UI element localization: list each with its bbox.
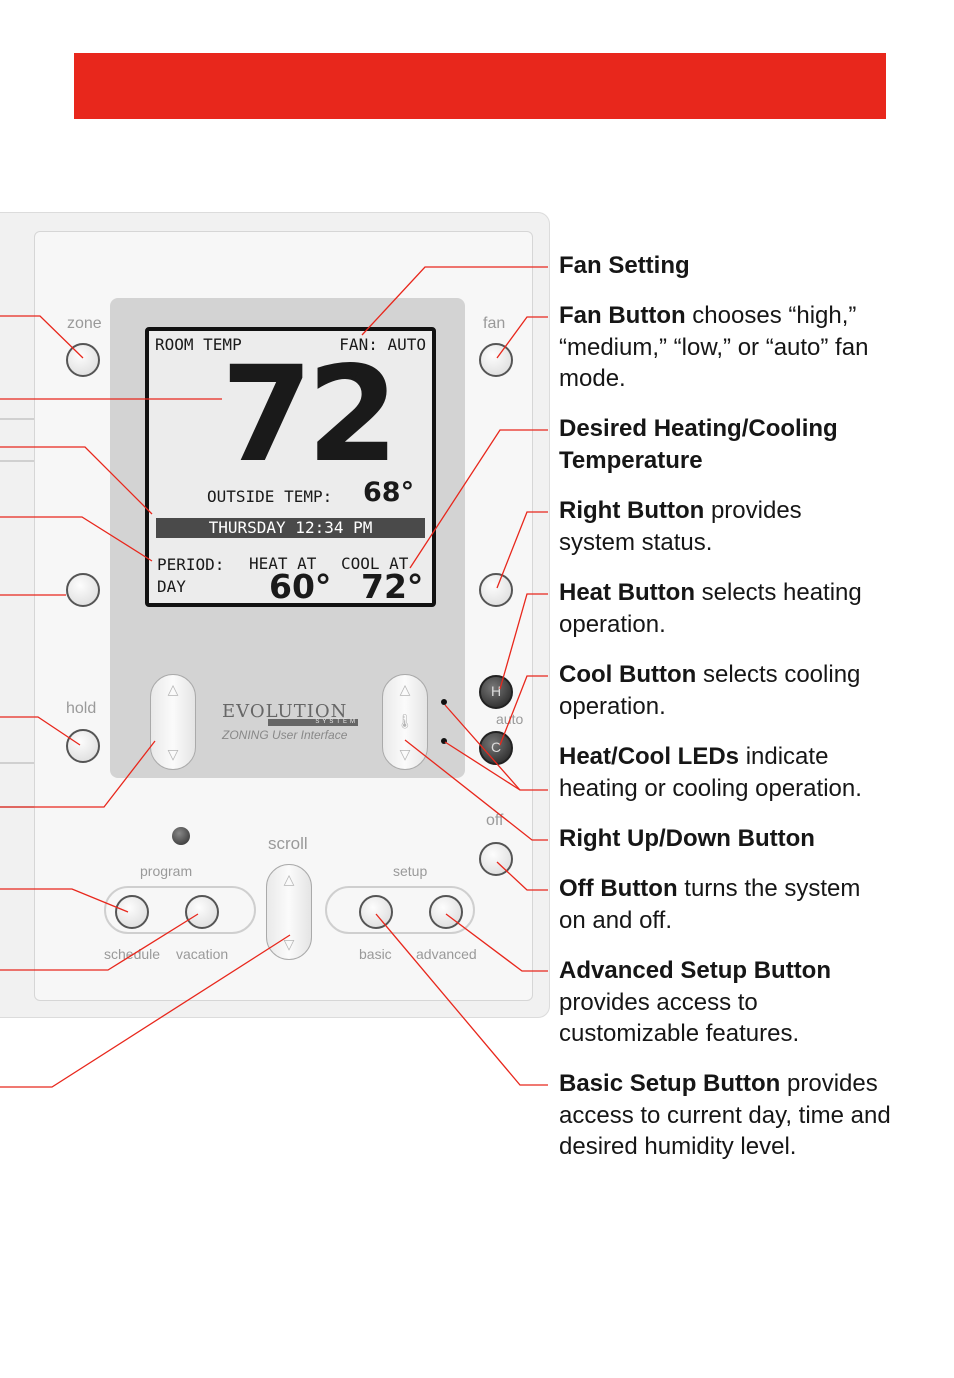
scroll-label: scroll: [268, 834, 308, 853]
callout-title: Desired Heating/Cooling Temperature: [559, 415, 838, 474]
callout-text: indicate heating or cooling operation.: [559, 743, 862, 802]
basic-label: basic: [359, 946, 392, 962]
callout-fan-setting: Fan Setting: [559, 250, 939, 282]
schedule-label: schedule: [104, 946, 161, 962]
schedule-button[interactable]: [115, 895, 149, 929]
hinge-mark: [0, 418, 34, 420]
period-value: DAY: [157, 577, 186, 596]
off-button[interactable]: [479, 842, 513, 876]
callout-title: Fan Setting: [559, 252, 690, 279]
callout-text: provides access to current day, time and…: [559, 1070, 891, 1160]
up-arrow-icon: △: [399, 681, 411, 697]
left-up-down-button[interactable]: △ ▽: [150, 674, 196, 770]
evolution-logo: EVOLUTION: [222, 701, 348, 722]
off-label: off: [486, 812, 504, 829]
heat-led: [441, 699, 447, 705]
advanced-setup-button[interactable]: [429, 895, 463, 929]
day-time-bar: THURSDAY 12:34 PM: [156, 518, 425, 538]
header-red-bar: [74, 53, 886, 119]
right-up-down-button[interactable]: △ 🌡 ▽: [382, 674, 428, 770]
outside-temp-label: OUTSIDE TEMP:: [207, 487, 333, 506]
callout-heat-button: Heat Button selects heating operation.: [559, 577, 904, 640]
down-arrow-icon: ▽: [399, 746, 411, 762]
room-temperature: 72: [221, 338, 399, 492]
heat-setpoint: 60°: [269, 567, 332, 606]
callout-title: Right Button: [559, 497, 705, 524]
callout-title: Off Button: [559, 875, 678, 902]
scroll-button[interactable]: △ ▽: [266, 864, 312, 960]
period-label: PERIOD: DAY: [157, 554, 224, 598]
fan-label: fan: [483, 315, 506, 332]
degree-symbol: °: [347, 365, 361, 398]
status-light: [172, 827, 190, 845]
vacation-button[interactable]: [185, 895, 219, 929]
hinge-mark: [0, 806, 34, 808]
callout-title: Heat Button: [559, 579, 695, 606]
callout-text: turns the system on and off.: [559, 875, 861, 934]
cool-setpoint: 72°: [361, 567, 424, 606]
zone-button[interactable]: [66, 343, 100, 377]
room-temp-label: ROOM TEMP: [155, 335, 242, 354]
callout-text: provides access to customizable features…: [559, 988, 800, 1048]
logo-subtitle: ZONING User Interface: [222, 728, 348, 742]
program-label: program: [140, 863, 193, 879]
zone-label: zone: [67, 315, 102, 332]
auto-label: auto: [496, 711, 524, 727]
hold-button[interactable]: [66, 729, 100, 763]
lcd-screen: ROOM TEMP FAN: AUTO 72 ° OUTSIDE TEMP: 6…: [145, 327, 436, 607]
basic-setup-button[interactable]: [359, 895, 393, 929]
callout-title: Basic Setup Button: [559, 1070, 781, 1097]
callout-off-button: Off Button turns the system on and off.: [559, 873, 889, 936]
vacation-label: vacation: [176, 946, 229, 962]
up-arrow-icon: △: [167, 681, 179, 697]
callout-text: chooses “high,” “medium,” “low,” or “aut…: [559, 302, 869, 392]
fan-setting-readout: FAN: AUTO: [339, 335, 426, 354]
callout-cool-button: Cool Button selects cooling operation.: [559, 659, 904, 722]
hold-label: hold: [66, 700, 97, 717]
hinge-mark: [0, 762, 34, 764]
callout-text: provides system status.: [559, 497, 802, 556]
callout-leds: Heat/Cool LEDs indicate heating or cooli…: [559, 741, 904, 804]
logo-system-bar: SYSTEM: [268, 719, 358, 726]
down-arrow-icon: ▽: [283, 936, 295, 952]
cool-button[interactable]: C: [479, 731, 513, 765]
heat-at-label: HEAT AT: [249, 554, 317, 573]
callout-basic-setup: Basic Setup Button provides access to cu…: [559, 1068, 904, 1163]
up-arrow-icon: △: [283, 871, 295, 887]
outside-temperature: 68°: [363, 477, 415, 508]
callout-fan-button: Fan Button chooses “high,” “medium,” “lo…: [559, 300, 904, 395]
fan-button[interactable]: [479, 343, 513, 377]
callout-title: Cool Button: [559, 661, 697, 688]
period-label-text: PERIOD:: [157, 555, 225, 574]
callout-advanced-setup: Advanced Setup Button provides access to…: [559, 955, 869, 1050]
callout-title: Fan Button: [559, 302, 686, 329]
hinge-mark: [0, 460, 34, 462]
heat-button[interactable]: H: [479, 675, 513, 709]
down-arrow-icon: ▽: [167, 746, 179, 762]
callout-title: Advanced Setup Button: [559, 957, 832, 984]
callout-text: selects heating operation.: [559, 579, 862, 638]
callout-right-button: Right Button provides system status.: [559, 495, 849, 558]
callout-title: Heat/Cool LEDs: [559, 743, 740, 770]
thermometer-icon: 🌡: [396, 713, 414, 729]
left-button[interactable]: [66, 573, 100, 607]
right-button[interactable]: [479, 573, 513, 607]
callout-right-up-down: Right Up/Down Button: [559, 823, 939, 855]
setup-label: setup: [393, 863, 428, 879]
callout-title: Right Up/Down Button: [559, 825, 815, 852]
callout-text: selects cooling operation.: [559, 661, 861, 720]
callout-desired-temp: Desired Heating/Cooling Temperature: [559, 413, 879, 476]
cool-led: [441, 738, 447, 744]
advanced-label: advanced: [416, 946, 477, 962]
cool-at-label: COOL AT: [341, 554, 409, 573]
